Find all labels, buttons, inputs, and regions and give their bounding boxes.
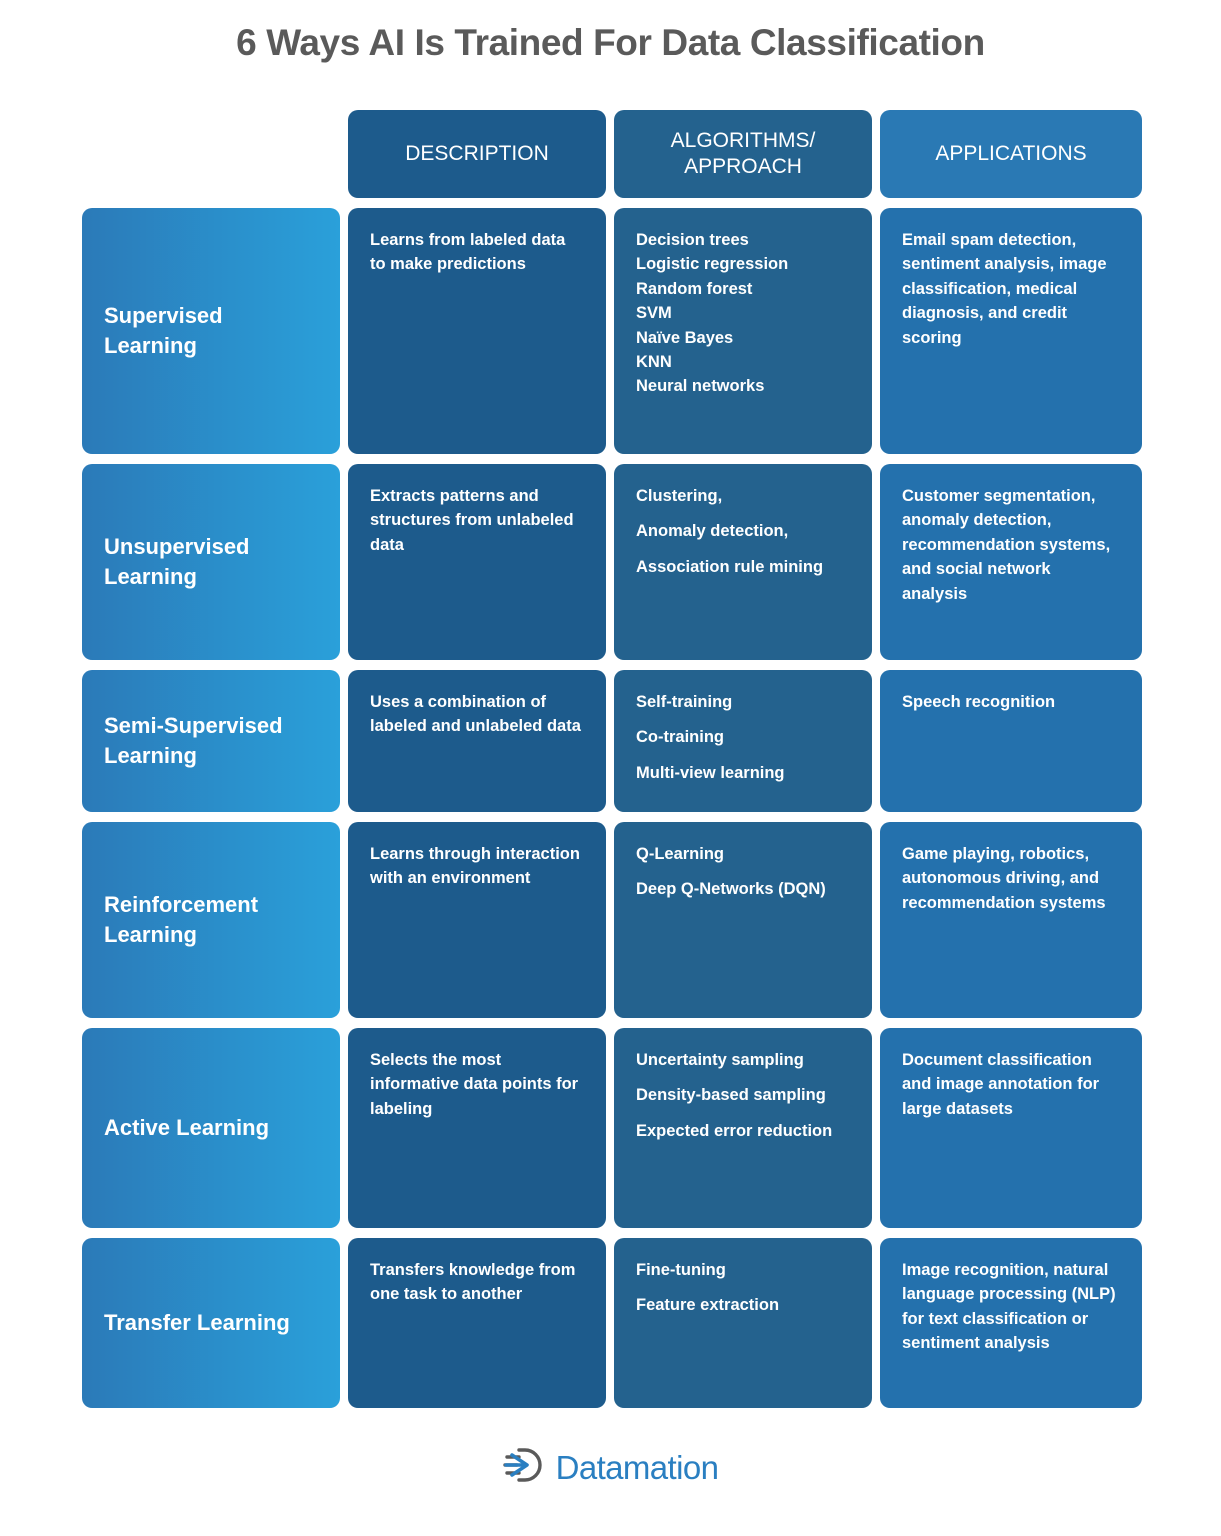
- row-description-cell: Uses a combination of labeled and unlabe…: [348, 670, 606, 812]
- list-item: Co-training: [636, 728, 724, 747]
- row-category-cell: Unsupervised Learning: [82, 464, 340, 660]
- list-item: Random forest: [636, 279, 753, 298]
- list-item: Anomaly detection,: [636, 522, 789, 541]
- table-row: Transfer Learning Transfers knowledge fr…: [82, 1238, 1142, 1408]
- applications-text: Image recognition, natural language proc…: [902, 1261, 1116, 1353]
- list-item: Neural networks: [636, 377, 765, 396]
- algorithms-list: Clustering, Anomaly detection, Association…: [636, 484, 850, 579]
- row-category-cell: Active Learning: [82, 1028, 340, 1228]
- applications-text: Email spam detection, sentiment analysis…: [902, 231, 1107, 347]
- applications-text: Document classification and image annota…: [902, 1051, 1100, 1118]
- list-item: Clustering,: [636, 487, 723, 505]
- description-text: Uses a combination of labeled and unlabe…: [370, 693, 581, 736]
- datamation-d-logo-icon: [502, 1445, 549, 1490]
- list-item: Logistic regression: [636, 255, 789, 274]
- description-text: Transfers knowledge from one task to ano…: [370, 1261, 576, 1304]
- comparison-table: DESCRIPTION ALGORITHMS/ APPROACH APPLICA…: [82, 110, 1142, 1418]
- category-label: Active Learning: [104, 1115, 270, 1141]
- description-text: Learns from labeled data to make predict…: [370, 231, 566, 274]
- list-item: Deep Q-Networks (DQN): [636, 880, 826, 899]
- list-item: Naïve Bayes: [636, 328, 734, 347]
- row-category-cell: Semi-Supervised Learning: [82, 670, 340, 812]
- row-applications-cell: Speech recognition: [880, 670, 1142, 812]
- list-item: Q-Learning: [636, 845, 725, 863]
- header-description: DESCRIPTION: [348, 110, 606, 198]
- category-label: Semi-Supervised Learning: [104, 713, 283, 768]
- list-item: SVM: [636, 304, 672, 323]
- row-description-cell: Learns through interaction with an envir…: [348, 822, 606, 1018]
- table-row: Semi-Supervised Learning Uses a combinat…: [82, 670, 1142, 812]
- row-applications-cell: Email spam detection, sentiment analysis…: [880, 208, 1142, 454]
- table-row: Supervised Learning Learns from labeled …: [82, 208, 1142, 454]
- category-label: Transfer Learning: [104, 1310, 290, 1336]
- table-row: Reinforcement Learning Learns through in…: [82, 822, 1142, 1018]
- row-applications-cell: Game playing, robotics, autonomous drivi…: [880, 822, 1142, 1018]
- list-item: Feature extraction: [636, 1296, 780, 1315]
- description-text: Learns through interaction with an envir…: [370, 845, 580, 888]
- row-description-cell: Selects the most informative data points…: [348, 1028, 606, 1228]
- table-row: Active Learning Selects the most informa…: [82, 1028, 1142, 1228]
- list-item: Association rule mining: [636, 557, 824, 576]
- list-item: Uncertainty sampling: [636, 1051, 804, 1069]
- header-spacer-cell: [82, 110, 340, 198]
- table-row: Unsupervised Learning Extracts patterns …: [82, 464, 1142, 660]
- header-applications: APPLICATIONS: [880, 110, 1142, 198]
- row-category-cell: Reinforcement Learning: [82, 822, 340, 1018]
- list-item: Fine-tuning: [636, 1261, 726, 1279]
- row-description-cell: Extracts patterns and structures from un…: [348, 464, 606, 660]
- list-item: Density-based sampling: [636, 1086, 826, 1105]
- description-text: Extracts patterns and structures from un…: [370, 487, 574, 554]
- brand-name: Datamation: [555, 1448, 719, 1486]
- list-item: Self-training: [636, 693, 733, 711]
- row-category-cell: Transfer Learning: [82, 1238, 340, 1408]
- row-applications-cell: Document classification and image annota…: [880, 1028, 1142, 1228]
- category-label: Supervised Learning: [104, 303, 223, 358]
- description-text: Selects the most informative data points…: [370, 1051, 579, 1118]
- header-algorithms-line1: ALGORITHMS/: [670, 128, 816, 152]
- row-category-cell: Supervised Learning: [82, 208, 340, 454]
- footer-brand: Datamation: [0, 1445, 1221, 1490]
- list-item: Multi-view learning: [636, 763, 785, 782]
- applications-text: Speech recognition: [902, 693, 1056, 711]
- row-description-cell: Learns from labeled data to make predict…: [348, 208, 606, 454]
- list-item: Expected error reduction: [636, 1121, 833, 1140]
- category-label: Unsupervised Learning: [104, 534, 250, 589]
- category-label: Reinforcement Learning: [104, 892, 259, 947]
- table-header-row: DESCRIPTION ALGORITHMS/ APPROACH APPLICA…: [82, 110, 1142, 198]
- row-description-cell: Transfers knowledge from one task to ano…: [348, 1238, 606, 1408]
- header-algorithms-line2: APPROACH: [684, 155, 802, 178]
- row-applications-cell: Customer segmentation, anomaly detection…: [880, 464, 1142, 660]
- page-title: 6 Ways AI Is Trained For Data Classifica…: [236, 22, 985, 63]
- row-algorithms-cell: Clustering, Anomaly detection, Association…: [614, 464, 872, 660]
- row-applications-cell: Image recognition, natural language proc…: [880, 1238, 1142, 1408]
- list-item: Decision trees: [636, 231, 749, 249]
- list-item: KNN: [636, 353, 672, 372]
- header-algorithms-approach: ALGORITHMS/ APPROACH: [614, 110, 872, 198]
- applications-text: Game playing, robotics, autonomous drivi…: [902, 845, 1106, 912]
- applications-text: Customer segmentation, anomaly detection…: [902, 487, 1111, 603]
